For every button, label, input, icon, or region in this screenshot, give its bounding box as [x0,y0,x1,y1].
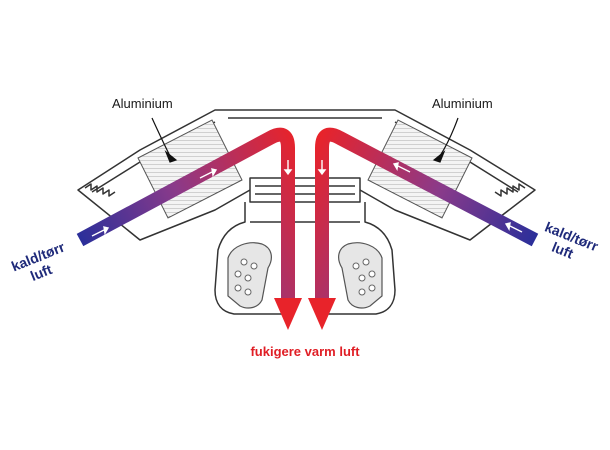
cold-air-label-right-2: luft [550,239,576,262]
arrow-icon [91,160,523,237]
cold-air-label-left-2: luft [28,261,54,284]
left-pad [227,242,272,309]
right-pad [338,242,383,309]
arrow-icon [274,298,302,330]
left-airflow [76,127,295,300]
right-airflow [315,127,539,300]
aluminium-label-right: Aluminium [432,96,493,111]
warm-air-label: fukigere varm luft [250,344,360,359]
callout-lines [151,117,459,163]
arrow-icon [308,298,336,330]
aluminium-label-left: Aluminium [112,96,173,111]
